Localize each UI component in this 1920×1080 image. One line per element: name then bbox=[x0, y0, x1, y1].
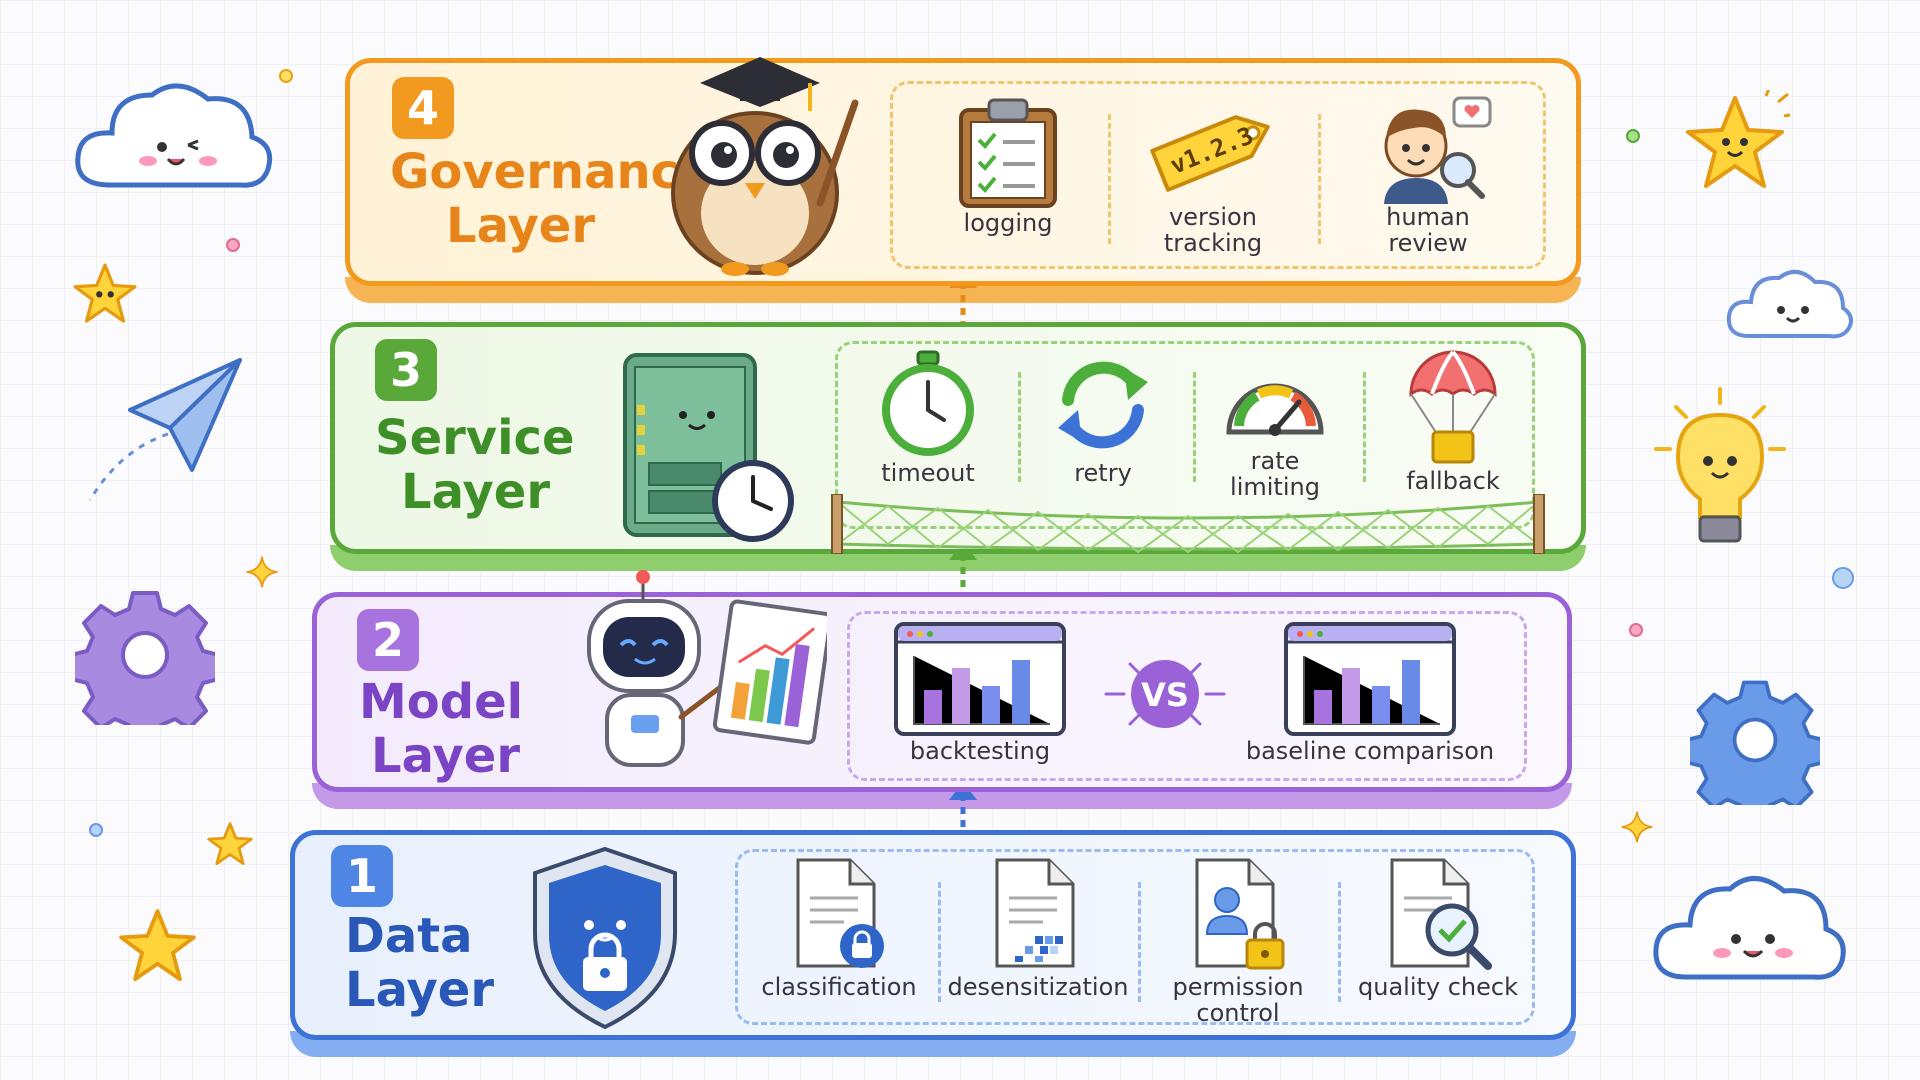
version-tracking-item: v1.2.3 version tracking bbox=[1123, 94, 1303, 256]
baseline-comparison-item: baseline comparison bbox=[1230, 620, 1510, 764]
dot-icon bbox=[1832, 567, 1854, 589]
document-pixelated-icon bbox=[995, 858, 1075, 968]
robot-icon bbox=[587, 570, 827, 767]
stopwatch-icon bbox=[882, 350, 974, 456]
fallback-item: fallback bbox=[1378, 344, 1528, 494]
gear-icon bbox=[75, 591, 215, 725]
divider bbox=[1108, 114, 1111, 244]
layer-number-badge: 1 bbox=[331, 845, 393, 907]
timeout-item: timeout bbox=[853, 348, 1003, 486]
sparkle-icon bbox=[1621, 811, 1653, 843]
sparkle-icon bbox=[246, 556, 278, 588]
divider bbox=[1318, 114, 1321, 244]
paper-plane-icon bbox=[88, 358, 242, 501]
document-magnifier-icon bbox=[1390, 858, 1492, 970]
version-tag-icon: v1.2.3 bbox=[1150, 115, 1270, 192]
logging-item: logging bbox=[923, 94, 1093, 236]
retry-cycle-icon bbox=[1058, 361, 1148, 449]
star-icon bbox=[1686, 90, 1790, 188]
governance-items-panel: logging v1.2.3 version tracking bbox=[890, 81, 1546, 269]
service-items-panel: timeout retry rate limiting bbox=[831, 341, 1545, 554]
gear-icon bbox=[1690, 680, 1820, 805]
parachute-icon bbox=[1409, 350, 1497, 464]
shield-lock-icon bbox=[533, 846, 677, 1030]
divider bbox=[1193, 372, 1196, 482]
desensitization-item: desensitization bbox=[943, 856, 1133, 1000]
document-lock-icon bbox=[796, 858, 884, 968]
cloud-icon bbox=[75, 83, 273, 188]
versus-icon: VS bbox=[1104, 660, 1226, 728]
dot-icon bbox=[1626, 129, 1640, 143]
quality-check-item: quality check bbox=[1343, 856, 1533, 1000]
star-icon bbox=[73, 263, 137, 323]
svg-text:VS: VS bbox=[1141, 676, 1189, 714]
light-bulb-icon bbox=[1654, 387, 1786, 543]
server-icon bbox=[623, 353, 794, 542]
bar-chart-window-icon bbox=[894, 622, 1066, 736]
safety-net-icon bbox=[831, 494, 1545, 554]
id-card-lock-icon bbox=[1195, 858, 1285, 970]
layer-title: Governance Layer bbox=[390, 144, 712, 254]
dot-icon bbox=[89, 823, 103, 837]
divider bbox=[1363, 372, 1366, 482]
star-icon bbox=[119, 909, 196, 982]
layer-number-badge: 2 bbox=[357, 609, 419, 671]
model-layer: 2 Model Layer bbox=[312, 570, 1572, 809]
data-layer: 1 Data Layer classification bbox=[290, 830, 1576, 1057]
governance-layer: 4 Governance Layer logging bbox=[345, 57, 1581, 303]
backtesting-item: backtesting bbox=[870, 620, 1090, 764]
layer-title: Model Layer bbox=[359, 674, 524, 784]
retry-item: retry bbox=[1028, 348, 1178, 486]
divider bbox=[1138, 882, 1141, 1002]
dot-icon bbox=[279, 69, 293, 83]
model-items-panel: backtesting VS baseline comparison bbox=[847, 611, 1527, 781]
classification-item: classification bbox=[744, 856, 934, 1000]
service-layer: 3 Service Layer timeout bbox=[330, 322, 1586, 571]
layer-title: Data Layer bbox=[345, 908, 495, 1018]
layer-title: Service Layer bbox=[375, 410, 575, 520]
human-reviewer-icon bbox=[1384, 96, 1492, 204]
cloud-icon bbox=[1726, 270, 1853, 339]
rate-limiting-item: rate limiting bbox=[1200, 348, 1350, 500]
clipboard-icon bbox=[959, 98, 1057, 208]
star-icon bbox=[207, 822, 253, 865]
owl-icon bbox=[671, 57, 859, 276]
divider bbox=[1338, 882, 1341, 1002]
human-review-item: human review bbox=[1338, 94, 1518, 256]
dot-icon bbox=[226, 238, 240, 252]
layer-number-badge: 4 bbox=[392, 77, 454, 139]
divider bbox=[1018, 372, 1021, 482]
cloud-icon bbox=[1653, 876, 1846, 980]
layer-number-badge: 3 bbox=[375, 339, 437, 401]
speed-gauge-icon bbox=[1226, 383, 1324, 436]
dot-icon bbox=[1629, 623, 1643, 637]
data-items-panel: classification desensitization bbox=[735, 849, 1535, 1026]
permission-control-item: permission control bbox=[1143, 856, 1333, 1026]
bar-chart-window-icon bbox=[1284, 622, 1456, 736]
divider bbox=[938, 882, 941, 1002]
